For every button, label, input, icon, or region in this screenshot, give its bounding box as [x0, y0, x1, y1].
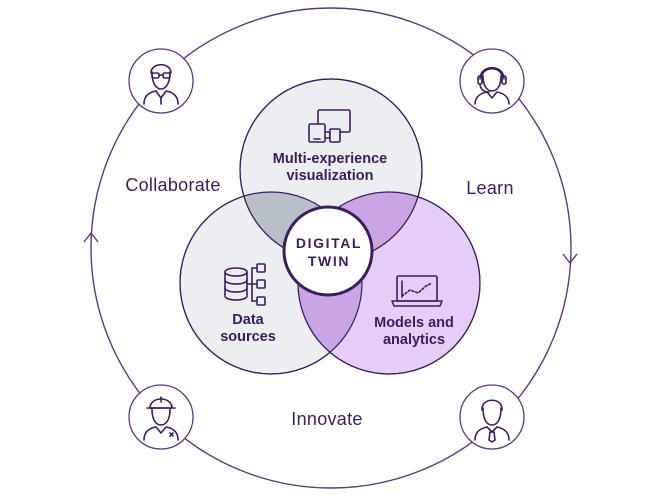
laptop-chart-icon — [391, 275, 443, 307]
top-circle-label-line1: Multi-experience — [273, 151, 387, 167]
orbit-arrow-up — [83, 231, 99, 243]
core-label-line2: TWIN — [308, 253, 350, 269]
digital-twin-core — [282, 205, 374, 297]
persona-worker — [128, 384, 194, 450]
right-circle-label-line1: Models and — [374, 315, 454, 331]
orbit-arrow-down — [562, 253, 578, 265]
left-circle-label-line2: sources — [220, 329, 276, 345]
devices-icon — [308, 109, 351, 143]
right-circle-label-line2: analytics — [383, 332, 445, 348]
persona-learner — [459, 48, 525, 114]
person-headset-icon — [474, 66, 510, 105]
person-hardhat-icon — [143, 396, 179, 441]
left-circle-label-line1: Data — [232, 312, 264, 328]
phase-innovate: Innovate — [291, 409, 362, 429]
database-icon — [224, 263, 266, 306]
persona-business — [459, 384, 525, 450]
phase-collaborate: Collaborate — [125, 175, 220, 195]
core-label-line1: DIGITAL — [296, 235, 362, 251]
orbit-ring — [90, 7, 572, 489]
phase-learn: Learn — [466, 178, 514, 198]
persona-collaborator — [128, 48, 194, 114]
person-glasses-icon — [143, 63, 179, 105]
person-tie-icon — [474, 399, 510, 443]
top-circle-label-line2: visualization — [286, 168, 373, 184]
